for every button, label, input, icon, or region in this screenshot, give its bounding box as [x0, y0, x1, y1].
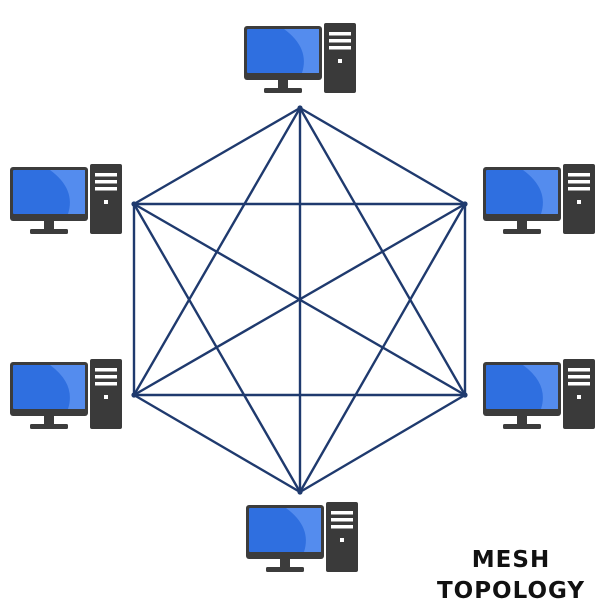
screen-highlight	[50, 365, 85, 409]
screen-highlight	[50, 170, 85, 214]
screen-highlight	[286, 508, 321, 552]
connection-point-lower-right	[462, 392, 468, 398]
tower-drive-slot-2	[95, 375, 117, 379]
connection-point-bottom	[297, 489, 303, 495]
mesh-links	[131, 105, 468, 495]
mesh-link-bottom-upper-left	[132, 202, 302, 494]
screen-highlight	[523, 365, 558, 409]
mesh-link-lower-right-bottom	[298, 393, 467, 494]
computer-nodes	[10, 23, 595, 572]
tower-drive-slot-2	[95, 180, 117, 184]
mesh-link-lower-right-upper-left	[132, 202, 467, 397]
screen-highlight	[523, 170, 558, 214]
computer-lower-left-icon	[10, 359, 122, 429]
tower-drive-slot-2	[329, 39, 351, 43]
tower-drive-slot-3	[568, 187, 590, 191]
tower-drive-slot-3	[329, 46, 351, 50]
tower-drive-slot-3	[331, 525, 353, 529]
tower-drive-slot-1	[329, 32, 351, 36]
tower-power-button	[104, 395, 108, 399]
screen-highlight	[284, 29, 319, 73]
tower-drive-slot-3	[95, 187, 117, 191]
tower-power-button	[577, 395, 581, 399]
connection-point-lower-left	[131, 392, 137, 398]
tower-drive-slot-3	[95, 382, 117, 386]
tower-drive-slot-1	[95, 368, 117, 372]
tower-drive-slot-1	[568, 173, 590, 177]
mesh-link-bottom-lower-left	[132, 393, 302, 494]
tower-power-button	[338, 59, 342, 63]
caption-line-1: MESH	[471, 547, 551, 573]
monitor-stand-neck	[517, 416, 527, 425]
monitor-stand-neck	[280, 559, 290, 568]
monitor-stand-base	[264, 88, 302, 93]
tower-power-button	[577, 200, 581, 204]
tower-drive-slot-3	[568, 382, 590, 386]
monitor-stand-base	[503, 424, 541, 429]
computer-bottom-icon	[246, 502, 358, 572]
diagram-caption: MESH TOPOLOGY	[426, 545, 596, 607]
tower-drive-slot-2	[331, 518, 353, 522]
tower-power-button	[104, 200, 108, 204]
tower-drive-slot-2	[568, 375, 590, 379]
computer-top-icon	[244, 23, 356, 93]
tower-drive-slot-1	[568, 368, 590, 372]
monitor-stand-base	[503, 229, 541, 234]
monitor-stand-neck	[44, 221, 54, 230]
monitor-stand-neck	[517, 221, 527, 230]
caption-line-2: TOPOLOGY	[436, 578, 586, 604]
connection-point-upper-right	[462, 201, 468, 207]
mesh-link-top-upper-left	[132, 106, 302, 206]
monitor-stand-neck	[278, 80, 288, 89]
mesh-link-top-upper-right	[298, 106, 467, 206]
computer-upper-left-icon	[10, 164, 122, 234]
computer-upper-right-icon	[483, 164, 595, 234]
monitor-stand-neck	[44, 416, 54, 425]
computer-lower-right-icon	[483, 359, 595, 429]
tower-drive-slot-1	[331, 511, 353, 515]
monitor-stand-base	[30, 424, 68, 429]
tower-drive-slot-2	[568, 180, 590, 184]
tower-drive-slot-1	[95, 173, 117, 177]
connection-point-upper-left	[131, 201, 137, 207]
tower-power-button	[340, 538, 344, 542]
monitor-stand-base	[30, 229, 68, 234]
monitor-stand-base	[266, 567, 304, 572]
connection-point-top	[297, 105, 303, 111]
